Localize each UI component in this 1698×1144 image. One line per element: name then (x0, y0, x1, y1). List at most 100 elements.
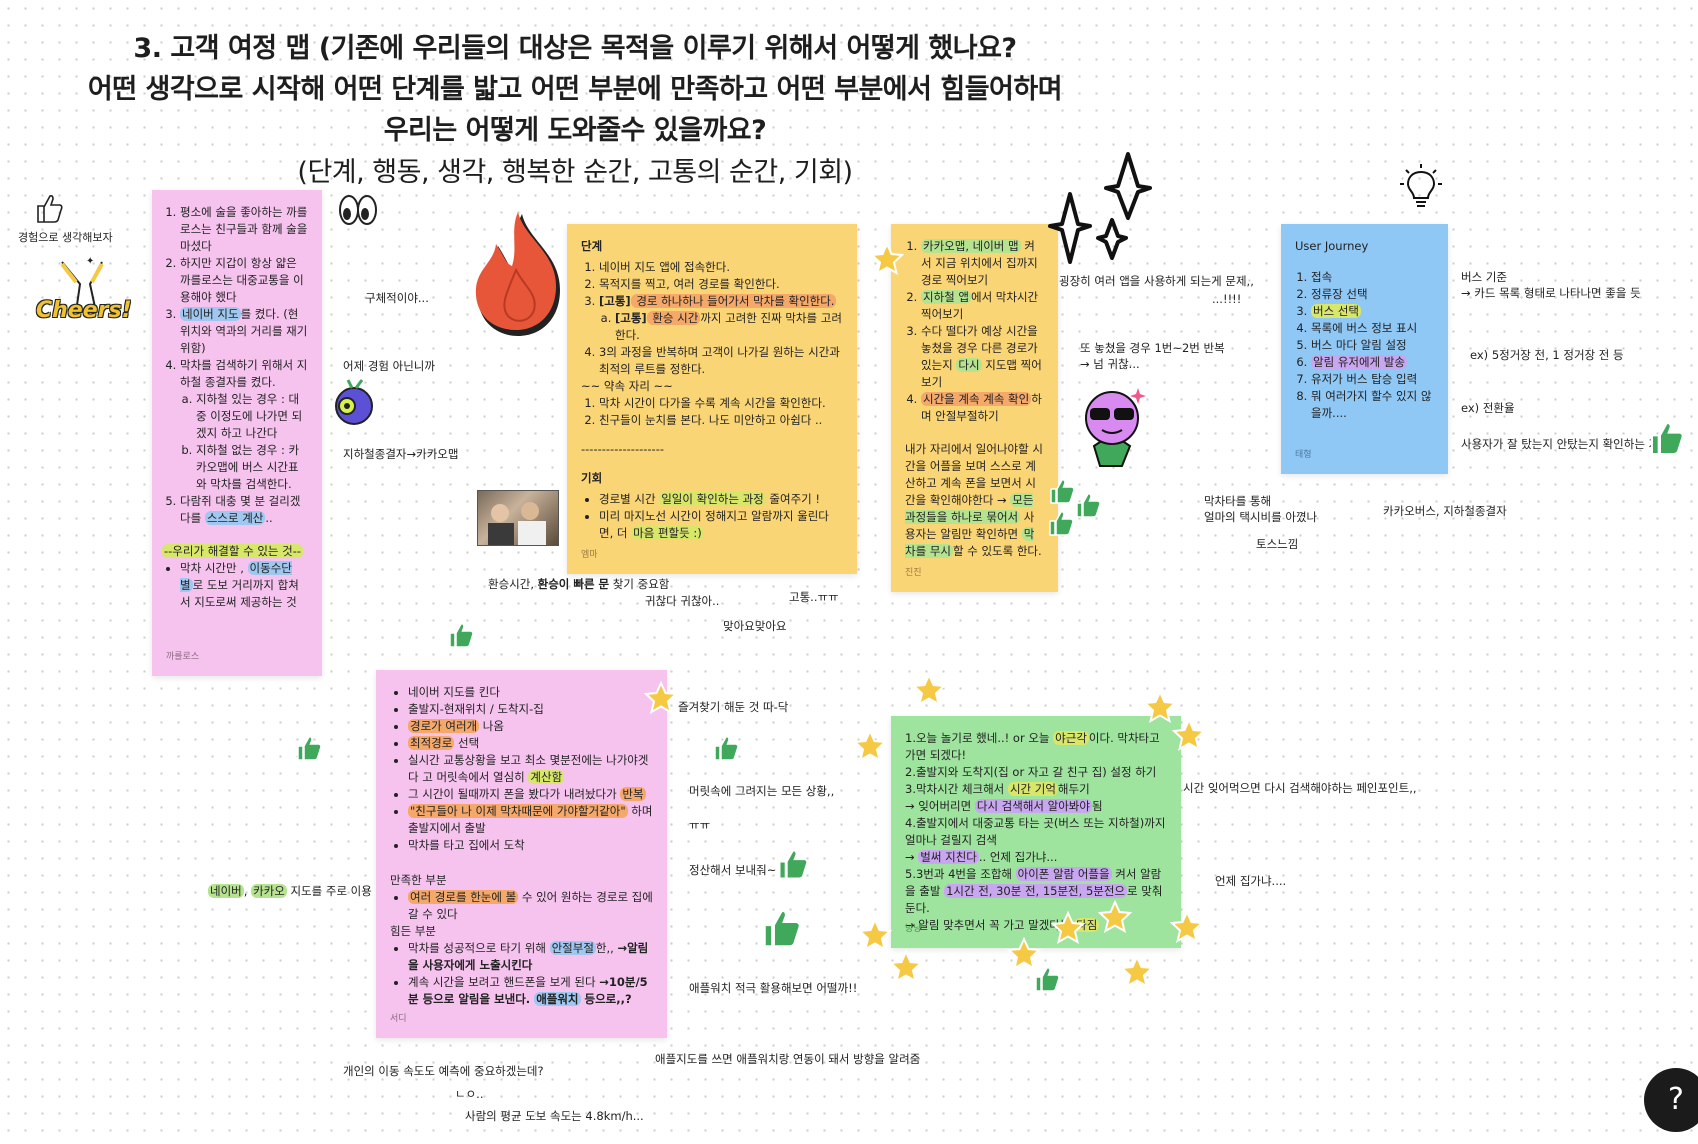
sticky-note-karolos[interactable]: 평소에 술을 좋아하는 까를로스는 친구들과 함께 술을 마셨다 하지만 지갑이… (152, 190, 322, 676)
note-item: 3의 과정을 반복하며 고객이 나가길 원하는 시간과 최적의 루트를 정한다. (599, 344, 843, 378)
hard-heading: 힘든 부분 (390, 924, 436, 938)
note-item: 미리 마지노선 시간이 정해지고 알람까지 울린다면, 더 마음 편할듯 :) (599, 508, 843, 542)
comment-annoying: 귀찮다 귀찮아.. (645, 594, 720, 608)
journey-step: 정류장 선택 (1311, 286, 1434, 303)
opportunity-heading: 기회 (581, 471, 603, 485)
note-item: 하지만 지갑이 항상 얇은 까를로스는 대중교통을 이용해야 했다 (180, 255, 308, 306)
note-item: 지하철 앱에서 막차시간 찍어보기 (921, 289, 1044, 323)
note-item: 여러 경로를 한눈에 볼 수 있어 원하는 경로로 집에 갈 수 있다 (408, 889, 653, 923)
comment-transfer: 환승시간, 환승이 빠른 문 찾기 중요함 (488, 577, 670, 591)
note-author: 서디 (390, 1014, 407, 1024)
journey-step: 유저가 버스 탑승 입력 (1311, 371, 1434, 388)
comment-forgot-pain: 시간 잊어먹으면 다시 검색해야하는 페인포인트,, (1183, 781, 1417, 795)
thumbs-up-icon (714, 736, 739, 761)
comment-head-situations: 머릿속에 그려지는 모든 상황,, (689, 784, 835, 798)
note-line: 2.출발지와 도착지(집 or 자고 갈 친구 집) 설정 하기 (905, 765, 1157, 779)
journey-step: 목록에 버스 정보 표시 (1311, 320, 1434, 337)
journey-step: 뭐 여러가지 할수 있지 않을까.... (1311, 388, 1434, 422)
note-author: 냥냥 (905, 924, 922, 934)
journey-step: 버스 마다 알림 설정 (1311, 337, 1434, 354)
sticky-note-seodi[interactable]: 네이버 지도를 킨다 출발지-현재위치 / 도착지-집 경로가 여러개 나옴 최… (376, 670, 667, 1038)
star-icon (912, 673, 946, 707)
note-author: 진진 (905, 568, 922, 578)
note-item: 계속 시간을 보려고 핸드폰을 보게 된다 →10분/5분 등으로 알림을 보낸… (408, 974, 653, 1008)
star-icon (1172, 718, 1206, 752)
note-line: 5.3번과 4번을 조합해 아이폰 알람 어플을 켜서 알람을 출발 1시간 전… (905, 867, 1163, 915)
board-title-line1: 3. 고객 여정 맵 (기존에 우리들의 대상은 목적을 이루기 위해서 어떻게… (133, 33, 1017, 64)
note-item: 다람쥐 대충 몇 분 걸리겠다를 스스로 계산.. (180, 493, 308, 527)
note-item: 네이버 지도 앱에 접속한다. (599, 259, 843, 276)
thumbs-up-icon (1651, 422, 1684, 455)
comment-last-train: 막차타를 통해 (1204, 494, 1272, 508)
note-line: → 벌써 지친다.. 언제 집가냐... (905, 850, 1058, 864)
note-item: 경로가 여러개 나옴 (408, 718, 653, 735)
star-icon (858, 918, 892, 952)
sticky-note-emma[interactable]: 단계 네이버 지도 앱에 접속한다. 목적지를 찍고, 여러 경로를 확인한다.… (567, 224, 857, 574)
thumbs-up-icon (297, 736, 322, 761)
note-line: 4.출발지에서 대중교통 타는 곳(버스 또는 지하철)까지 얼마나 걸릴지 검… (905, 816, 1166, 847)
lightbulb-icon (1396, 160, 1446, 214)
note-line: → 알림 맞추면서 꼭 가고 말겠다는 다짐 (905, 918, 1100, 932)
experience-label: 경험으로 생각해보자 (18, 231, 113, 244)
note-item: 수다 떨다가 예상 시간을 놓쳤을 경우 다른 경로가 있는지 다시 지도맵 찍… (921, 323, 1044, 391)
comment-specific: 구체적이야... (365, 291, 429, 305)
board-title-line2: 어떤 생각으로 시작해 어떤 단계를 밟고 어떤 부분에 만족하고 어떤 부분에… (87, 74, 1063, 105)
star-icon (853, 729, 887, 763)
star-icon (1098, 900, 1132, 934)
comment-toss: 토스느낌 (1256, 537, 1299, 551)
solve-heading: --우리가 해결할 수 있는 것-- (162, 544, 304, 558)
note-item: 막차 시간만 , 이동수단 별로 도보 거리까지 합쳐서 지도로써 제공하는 것 (180, 560, 308, 611)
comment-check-bus: 사용자가 잘 탔는지 안탔는지 확인하는 기 (1461, 437, 1660, 451)
board-subtitle: (단계, 행동, 생각, 행복한 순간, 고통의 순간, 기회) (297, 157, 853, 188)
star-icon (1170, 910, 1204, 944)
star-icon (1051, 911, 1085, 945)
comment-card-list: → 카드 목록 형태로 나타나면 좋을 듯 (1461, 286, 1641, 300)
star-icon (1120, 955, 1154, 989)
board-title-line3: 우리는 어떻게 도와줄수 있을까요? (383, 115, 767, 146)
comment-agree: 맞아요맞아요 (723, 619, 787, 633)
comment-bus-basis: 버스 기준 (1461, 270, 1507, 284)
cheers-text: Cheers! (36, 298, 132, 323)
note-paragraph: 내가 자리에서 일어나야할 시간을 어플을 보며 스스로 계산하고 계속 폰을 … (905, 442, 1043, 558)
help-button[interactable]: ? (1644, 1068, 1698, 1132)
note-item: 막차를 검색하기 위해서 지하철 종결자를 켰다. 지하철 있는 경우 : 대중… (180, 357, 308, 493)
star-icon (1007, 937, 1041, 971)
divider-text: -------------------- (581, 442, 664, 456)
comment-subway-kakao: 지하철종결자→카카오맵 (343, 447, 459, 461)
sticky-note-jinjin[interactable]: 카카오맵, 네이버 맵 켜서 지금 위치에서 집까지 경로 찍어보기 지하철 앱… (891, 224, 1058, 592)
note-item: 그 시간이 될때까지 폰을 봤다가 내려놨다가 반복 (408, 786, 653, 803)
comment-settle: 정산해서 보내줘~ (689, 863, 777, 877)
cool-face-sunglasses-icon (1078, 384, 1148, 472)
promise-heading: ~~ 약속 자리 ~~ (581, 379, 673, 393)
comment-tt: ㅠㅠ (689, 818, 711, 832)
cheers-sticker: ✦ Cheers! (32, 254, 142, 334)
note-author: 엠마 (581, 550, 598, 560)
comment-speed-predict: 개인의 이동 속도도 예측에 중요하겠는데? (343, 1064, 544, 1078)
thumbs-up-icon (763, 909, 802, 948)
journey-step: 버스 선택 (1311, 303, 1434, 320)
comment-kakaobus: 카카오버스, 지하철종결자 (1383, 504, 1507, 518)
satisfied-heading: 만족한 부분 (390, 873, 447, 887)
comment-when-home: 언제 집가냐.... (1215, 874, 1287, 888)
star-icon (644, 681, 678, 715)
star-icon (870, 242, 904, 276)
note-item: 출발지-현재위치 / 도착지-집 (408, 701, 653, 718)
thumbs-up-icon (1049, 511, 1074, 536)
note-item: 막차를 타고 집에서 도착 (408, 837, 653, 854)
comment-favorites: 즐겨찾기 해둔 것 따-닥 (678, 700, 789, 714)
note-author: 태형 (1295, 450, 1312, 460)
comment-naver-kakao: 네이버, 카카오 지도를 주로 이용 (208, 884, 372, 898)
note-author: 까를로스 (166, 652, 200, 662)
blueberry-character-icon (330, 378, 376, 432)
thumbs-up-icon (1050, 479, 1075, 504)
note-item: 최적경로 선택 (408, 735, 653, 752)
sticky-note-user-journey[interactable]: User Journey 접속 정류장 선택 버스 선택 목록에 버스 정보 표… (1281, 224, 1448, 474)
comment-pain: 고통..ㅠㅠ (789, 590, 839, 604)
comment-many-apps-emph: ...!!!! (1212, 292, 1242, 306)
